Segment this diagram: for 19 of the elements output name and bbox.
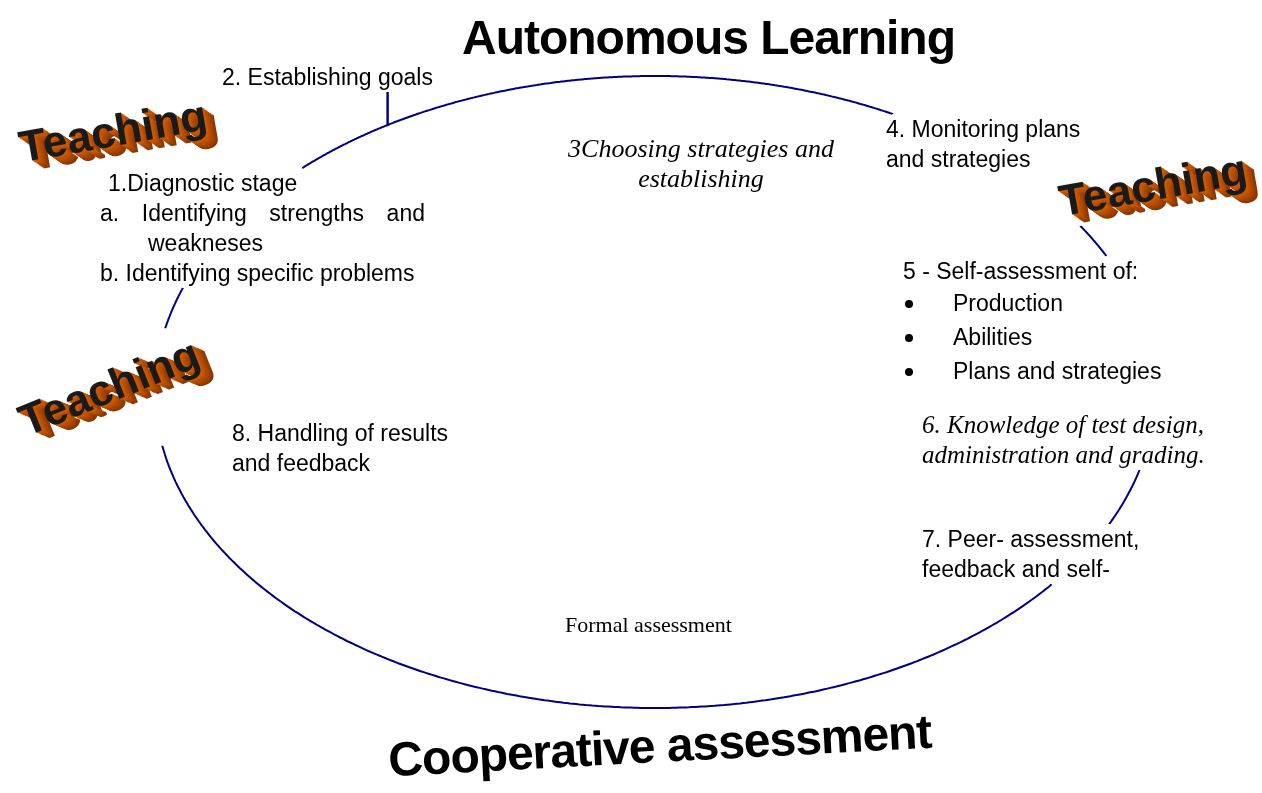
stage-heading: 1.Diagnostic stage [107,169,299,198]
arc-line [161,444,1052,709]
label-text: Formal assessment [565,612,733,638]
title: Autonomous Learning [462,10,955,65]
stage-heading: 5 - Self-assessment of: [903,257,1140,286]
bullet-item: Abilities [903,320,1223,354]
label-text: 3Choosing strategies and establishing [567,134,835,194]
stage-text: 7. Peer- assessment, feedback and self- [922,524,1182,584]
arc-line [1079,225,1108,257]
list-item: b. Identifying specific problems [100,259,416,288]
stage-text: 2. Establishing goals [222,62,457,92]
stage-text: 6. Knowledge of test design, administration and grading. [922,410,1257,470]
bullet-item: Production [903,286,1223,320]
arc-line [1108,469,1141,525]
arc-line [164,287,184,330]
bullet-item: Plans and strategies [903,354,1223,388]
caption: Cooperative assessment [386,703,933,788]
arc-line [386,75,894,127]
label-text: 8. Handling of results and feedback [232,419,450,478]
